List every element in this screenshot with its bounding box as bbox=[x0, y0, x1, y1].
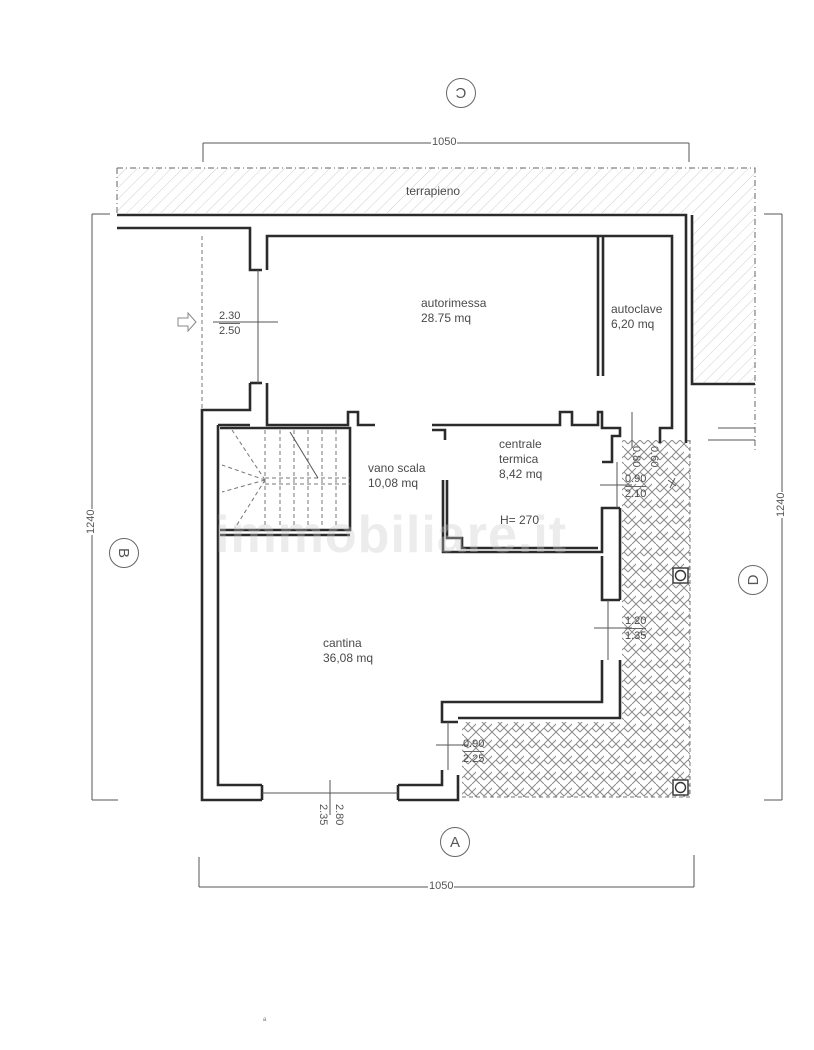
room-autorimessa-name: autorimessa bbox=[421, 296, 487, 310]
room-autoclave-area: 6,20 mq bbox=[611, 317, 655, 331]
dim-left-height: 1240 bbox=[85, 508, 97, 535]
room-cantina-area: 36,08 mq bbox=[323, 651, 374, 665]
section-marker-c: C bbox=[446, 78, 476, 108]
drain-fixtures bbox=[672, 567, 689, 796]
room-centrale-termica-name-2: termica bbox=[499, 452, 539, 466]
opening-cantina-south-window-height: 2.35 bbox=[317, 804, 329, 826]
dim-right-height: 1240 bbox=[775, 491, 787, 518]
room-vano-scala-area: 10,08 mq bbox=[368, 476, 419, 490]
terrapieno-label: terrapieno bbox=[406, 184, 461, 198]
room-centrale-termica-area: 8,42 mq bbox=[499, 467, 543, 481]
room-centrale-termica-name-1: centrale bbox=[499, 437, 542, 451]
opening-cantina-east-window-height: 1.35 bbox=[625, 630, 647, 642]
watermark: immobiliare.it bbox=[215, 506, 568, 564]
opening-garage-door: 2.30 2.50 bbox=[219, 309, 241, 338]
room-vano-scala: vano scala 10,08 mq bbox=[368, 461, 425, 491]
opening-cantina-se-door-width: 0.90 bbox=[463, 738, 485, 752]
opening-cantina-east-window: 1.20 1.35 bbox=[625, 614, 647, 643]
opening-cantina-se-door: 0.90 2.25 bbox=[463, 737, 485, 766]
opening-cantina-se-door-height: 2.25 bbox=[463, 753, 485, 765]
section-marker-d: D bbox=[738, 565, 768, 595]
opening-cantina-east-window-width: 1.20 bbox=[625, 615, 647, 629]
section-marker-b: B bbox=[109, 538, 139, 568]
walls bbox=[117, 213, 755, 802]
section-marker-d-label: D bbox=[744, 574, 762, 586]
room-cantina-name: cantina bbox=[323, 636, 362, 650]
opening-termica-door: 0.90 2.10 bbox=[625, 472, 647, 501]
paved-courtyard bbox=[462, 440, 691, 798]
opening-autoclave-door-height: 0.60 bbox=[648, 446, 660, 468]
opening-termica-door-width: 0.90 bbox=[625, 473, 647, 487]
dim-top-width: 1050 bbox=[431, 136, 458, 148]
opening-garage-door-width: 2.30 bbox=[219, 310, 241, 324]
room-autorimessa-area: 28.75 mq bbox=[421, 311, 472, 325]
dim-bottom-width: 1050 bbox=[428, 880, 455, 892]
room-autoclave-name: autoclave bbox=[611, 302, 663, 316]
opening-markers bbox=[201, 236, 755, 815]
staircase bbox=[221, 429, 350, 529]
room-autoclave: autoclave 6,20 mq bbox=[611, 302, 662, 332]
room-centrale-termica: centrale termica 8,42 mq bbox=[499, 437, 542, 482]
room-height-note: H= 270 bbox=[500, 513, 540, 527]
dimension-lines bbox=[91, 142, 783, 888]
opening-termica-door-height: 2.10 bbox=[625, 488, 647, 500]
opening-garage-door-height: 2.50 bbox=[219, 325, 241, 337]
section-marker-b-label: B bbox=[115, 547, 133, 558]
section-marker-a: A bbox=[440, 827, 470, 857]
opening-autoclave-door-width: 0.80 bbox=[630, 446, 642, 468]
footnote-mark: ª bbox=[263, 1016, 267, 1026]
room-cantina: cantina 36,08 mq bbox=[323, 636, 373, 666]
opening-cantina-south-window-width: 2.80 bbox=[333, 804, 345, 826]
room-autorimessa: autorimessa 28.75 mq bbox=[421, 296, 486, 326]
terrapieno-area bbox=[116, 167, 756, 450]
entrance-arrows bbox=[177, 311, 677, 489]
section-marker-c-label: C bbox=[455, 84, 467, 102]
section-marker-a-label: A bbox=[449, 833, 460, 851]
room-vano-scala-name: vano scala bbox=[368, 461, 426, 475]
